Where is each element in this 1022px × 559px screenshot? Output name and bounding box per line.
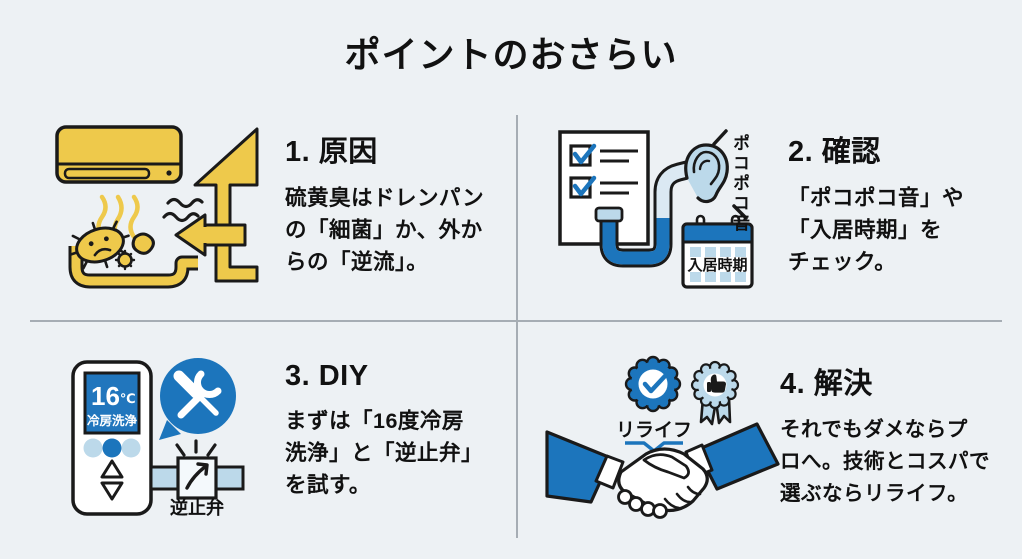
air-conditioner-icon: [55, 125, 183, 184]
drain-pipe-icon: [594, 159, 694, 268]
calendar-label: 入居時期: [686, 256, 747, 274]
spiky-microbe-icon: [114, 249, 136, 271]
section-diy-line2: 洗浄」と「逆止弁」: [285, 441, 484, 465]
illustration-check: 入居時期 ポコポコ音: [550, 120, 765, 310]
section-check-heading: 2. 確認: [788, 136, 881, 168]
section-solution-line3: 選ぶならリライフ。: [780, 482, 969, 505]
section-diy-line3: を試す。: [285, 473, 371, 497]
section-check-line1: 「ポコポコ音」や: [788, 186, 965, 210]
remote-control-icon: 16℃ 冷房洗浄: [71, 360, 153, 516]
valve-emphasis-marks: [175, 439, 217, 457]
section-cause-line2: の「細菌」か、外か: [285, 218, 483, 242]
sound-mark-icon: [712, 129, 748, 220]
section-cause-heading: 1. 原因: [285, 136, 378, 168]
germ-icon: [70, 220, 130, 270]
illustration-diy: 16℃ 冷房洗浄: [55, 352, 280, 542]
calendar-icon: 入居時期: [681, 214, 754, 289]
relife-label: リライフ: [616, 420, 692, 441]
thumbs-up-icon: [707, 374, 726, 393]
remote-temp-value: 16: [91, 381, 120, 411]
section-solution-line2: ロへ。技術とコスパで: [780, 450, 990, 473]
illustration-solution: リライフ: [545, 348, 780, 546]
section-diy-heading: 3. DIY: [285, 360, 369, 392]
handshake-icon: [545, 422, 780, 519]
illustration-cause: [30, 115, 280, 310]
remote-temp-unit: ℃: [120, 391, 136, 406]
left-arrow-icon: [174, 213, 247, 257]
page-title: ポイントのおさらい: [344, 34, 678, 75]
poko-sound-vertical-label: ポコポコ音: [730, 134, 749, 234]
section-solution-line1: それでもダメならプ: [780, 418, 968, 441]
check-badge-icon: [624, 355, 682, 413]
section-solution-heading: 4. 解決: [780, 368, 873, 400]
section-diy-line1: まずは「16度冷房: [285, 409, 464, 433]
section-diy: 3. DIY まずは「16度冷房 洗浄」と「逆止弁」 を試す。: [285, 360, 510, 501]
drain-pan-icon: [68, 246, 198, 289]
check-valve-label: 逆止弁: [170, 497, 224, 518]
air-flow-squiggle-icon: [162, 197, 204, 223]
section-check-line2: 「入居時期」を: [788, 218, 943, 242]
bean-microbe-icon: [131, 232, 155, 255]
thumbs-up-rosette-icon: [690, 360, 740, 426]
tools-bubble-icon: [159, 358, 236, 440]
svg-text:16℃: 16℃: [91, 381, 136, 411]
section-check-line3: チェック。: [788, 250, 897, 274]
ear-icon: [684, 143, 729, 204]
section-cause-line1: 硫黄臭はドレンパン: [285, 186, 485, 210]
check-valve-icon: 逆止弁: [149, 439, 245, 518]
section-solution: 4. 解決 それでもダメならプ ロへ。技術とコスパで 選ぶならリライフ。: [780, 360, 1018, 510]
section-cause-line3: らの「逆流」。: [285, 250, 429, 274]
horizontal-divider: [30, 320, 1002, 322]
remote-mode-label: 冷房洗浄: [87, 413, 138, 428]
vertical-divider: [516, 115, 518, 538]
backflow-pipe-arrow-icon: [193, 127, 259, 283]
section-check: 2. 確認 「ポコポコ音」や 「入居時期」を チェック。: [788, 128, 1016, 278]
section-cause: 1. 原因 硫黄臭はドレンパン の「細菌」か、外か らの「逆流」。: [285, 128, 510, 278]
